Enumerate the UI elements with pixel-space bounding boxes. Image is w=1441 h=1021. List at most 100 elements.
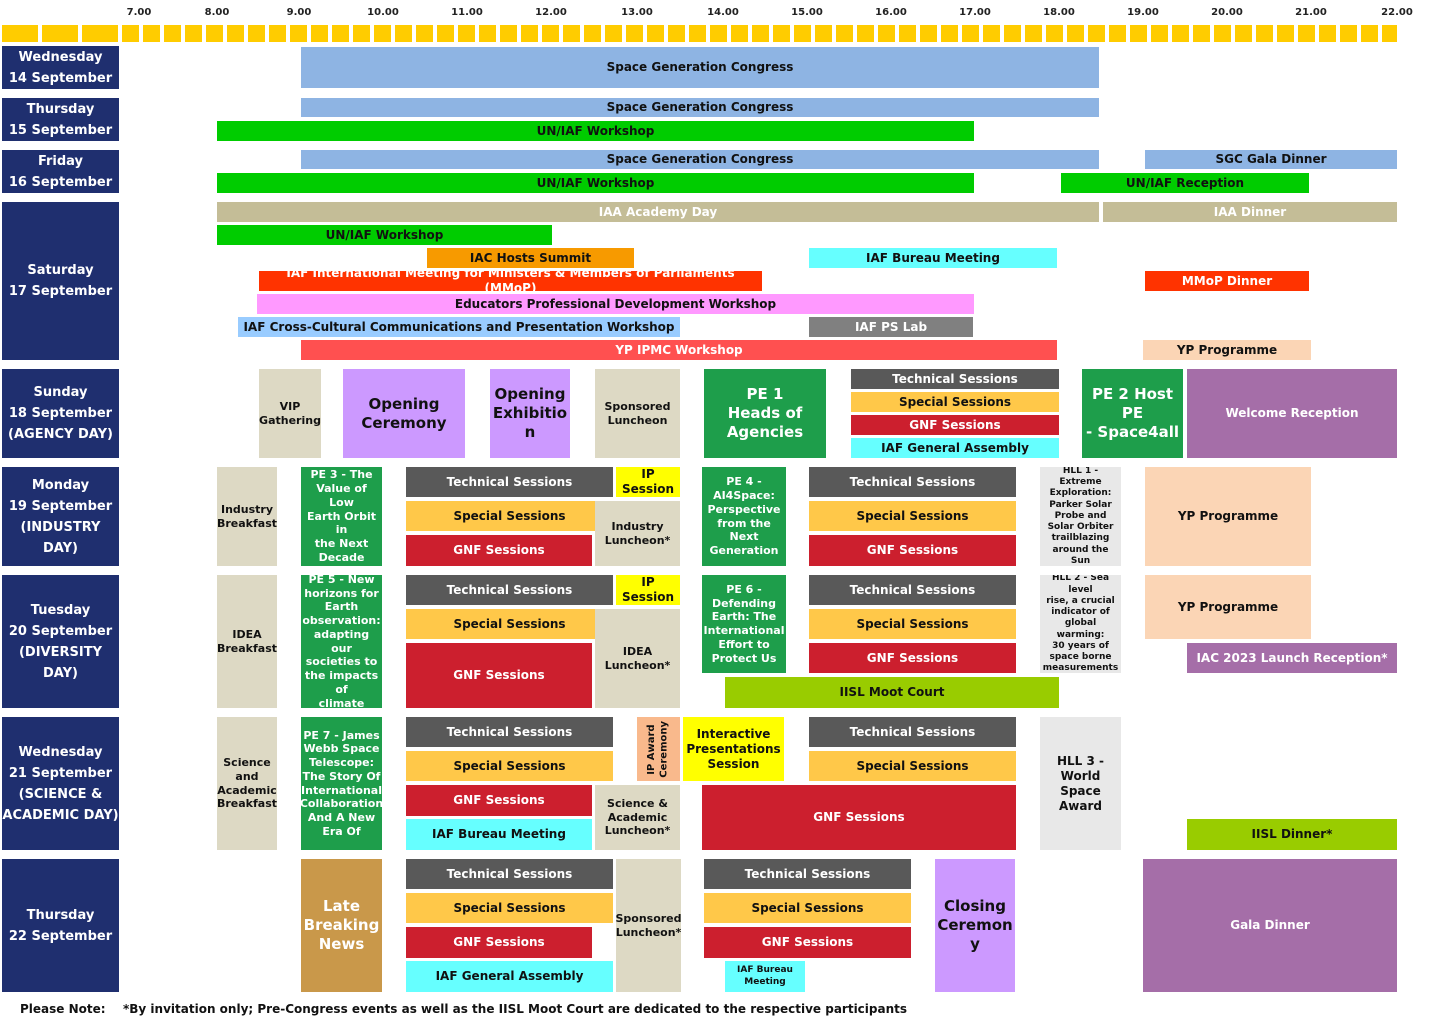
schedule-event[interactable]: Technical Sessions bbox=[406, 575, 613, 605]
schedule-event[interactable]: HLL 1 - Extreme Exploration: Parker Sola… bbox=[1040, 467, 1121, 566]
schedule-event[interactable]: PE 6 - Defending Earth: The Internationa… bbox=[702, 575, 786, 673]
schedule-event[interactable]: Technical Sessions bbox=[406, 467, 613, 497]
schedule-event[interactable]: Space Generation Congress bbox=[301, 98, 1099, 117]
schedule-event[interactable]: Gala Dinner bbox=[1143, 859, 1397, 992]
time-cell bbox=[164, 25, 181, 42]
schedule-event[interactable]: Space Generation Congress bbox=[301, 47, 1099, 88]
schedule-event[interactable]: Late Breaking News bbox=[301, 859, 382, 992]
schedule-event[interactable]: IAF General Assembly bbox=[406, 961, 613, 992]
schedule-event[interactable]: IAF Cross-Cultural Communications and Pr… bbox=[238, 317, 680, 337]
schedule-event[interactable]: IAC Hosts Summit bbox=[427, 248, 634, 268]
schedule-event[interactable]: Opening Exhibitio n bbox=[490, 369, 570, 458]
schedule-event[interactable]: MMoP Dinner bbox=[1145, 271, 1309, 291]
schedule-event[interactable]: Technical Sessions bbox=[809, 717, 1016, 747]
schedule-event[interactable]: Special Sessions bbox=[851, 392, 1059, 412]
schedule-event[interactable]: IAF Bureau Meeting bbox=[809, 248, 1057, 268]
schedule-event[interactable]: IISL Moot Court bbox=[725, 677, 1059, 708]
schedule-event-label: Technical Sessions bbox=[849, 582, 976, 597]
schedule-event[interactable]: YP IPMC Workshop bbox=[301, 340, 1057, 360]
schedule-event[interactable]: HLL 2 - Sea level rise, a crucial indica… bbox=[1040, 575, 1121, 673]
schedule-event[interactable]: GNF Sessions bbox=[809, 643, 1016, 673]
schedule-event[interactable]: IDEA Breakfast bbox=[217, 575, 277, 708]
schedule-event[interactable]: HLL 3 - World Space Award bbox=[1040, 717, 1121, 850]
schedule-event[interactable]: GNF Sessions bbox=[809, 535, 1016, 566]
schedule-event[interactable]: UN/IAF Reception bbox=[1061, 173, 1309, 193]
schedule-event[interactable]: Special Sessions bbox=[406, 501, 613, 531]
schedule-event[interactable]: YP Programme bbox=[1145, 467, 1311, 566]
time-cell bbox=[269, 25, 286, 42]
schedule-event[interactable]: YP Programme bbox=[1145, 575, 1311, 639]
schedule-event[interactable]: Technical Sessions bbox=[809, 575, 1016, 605]
schedule-event[interactable]: Technical Sessions bbox=[704, 859, 911, 889]
schedule-event[interactable]: Special Sessions bbox=[809, 609, 1016, 639]
schedule-event[interactable]: GNF Sessions bbox=[406, 927, 592, 958]
schedule-event[interactable]: Opening Ceremony bbox=[343, 369, 465, 458]
schedule-event-label: IAC Hosts Summit bbox=[469, 250, 592, 265]
schedule-event[interactable]: GNF Sessions bbox=[406, 785, 592, 816]
schedule-event[interactable]: IAF International Meeting for Ministers … bbox=[259, 271, 762, 291]
schedule-event[interactable]: Special Sessions bbox=[406, 609, 613, 639]
schedule-event[interactable]: Science and Academic Breakfast bbox=[217, 717, 277, 850]
schedule-event[interactable]: IP Session bbox=[616, 467, 680, 497]
schedule-event[interactable]: SGC Gala Dinner bbox=[1145, 150, 1397, 169]
schedule-event[interactable]: Special Sessions bbox=[406, 893, 613, 923]
schedule-event[interactable]: Space Generation Congress bbox=[301, 150, 1099, 169]
schedule-event[interactable]: IDEA Luncheon* bbox=[595, 609, 680, 708]
hour-tick-label: 9.00 bbox=[286, 7, 312, 18]
schedule-event[interactable]: GNF Sessions bbox=[406, 643, 592, 708]
schedule-event-label: Industry Luncheon* bbox=[604, 519, 671, 547]
schedule-event[interactable]: Educators Professional Development Works… bbox=[257, 294, 974, 314]
schedule-event[interactable]: Interactive Presentations Session bbox=[683, 717, 784, 781]
schedule-event[interactable]: Technical Sessions bbox=[809, 467, 1016, 497]
time-cell bbox=[752, 25, 769, 42]
schedule-event[interactable]: IAF Bureau Meeting bbox=[406, 819, 592, 850]
schedule-event[interactable]: Industry Luncheon* bbox=[595, 501, 680, 566]
time-cell bbox=[521, 25, 538, 42]
schedule-event[interactable]: Sponsored Luncheon bbox=[595, 369, 680, 458]
schedule-event[interactable]: IAC 2023 Launch Reception* bbox=[1187, 643, 1397, 673]
schedule-event[interactable]: UN/IAF Workshop bbox=[217, 173, 974, 193]
schedule-event[interactable]: Special Sessions bbox=[406, 751, 613, 781]
schedule-event[interactable]: Sponsored Luncheon* bbox=[616, 859, 681, 992]
hour-tick-label: 8.00 bbox=[204, 7, 230, 18]
schedule-event[interactable]: YP Programme bbox=[1143, 340, 1311, 360]
schedule-event[interactable]: Special Sessions bbox=[704, 893, 911, 923]
time-cell bbox=[1088, 25, 1105, 42]
schedule-event[interactable]: PE 3 - The Value of Low Earth Orbit in t… bbox=[301, 467, 382, 566]
schedule-event[interactable]: Special Sessions bbox=[809, 751, 1016, 781]
schedule-event[interactable]: Science & Academic Luncheon* bbox=[595, 785, 680, 850]
schedule-event[interactable]: IISL Dinner* bbox=[1187, 819, 1397, 850]
schedule-event[interactable]: GNF Sessions bbox=[702, 785, 1016, 850]
schedule-event[interactable]: Technical Sessions bbox=[851, 369, 1059, 389]
time-cell bbox=[983, 25, 1000, 42]
schedule-event-label: UN/IAF Reception bbox=[1125, 175, 1245, 190]
schedule-event[interactable]: Industry Breakfast bbox=[217, 467, 277, 566]
schedule-event[interactable]: IP Session bbox=[616, 575, 680, 605]
schedule-event[interactable]: PE 2 Host PE - Space4all bbox=[1082, 369, 1183, 458]
time-cell bbox=[227, 25, 244, 42]
schedule-event[interactable]: PE 7 - James Webb Space Telescope: The S… bbox=[301, 717, 382, 850]
schedule-event[interactable]: PE 5 - New horizons for Earth observatio… bbox=[301, 575, 382, 708]
schedule-event[interactable]: IAF PS Lab bbox=[809, 317, 973, 337]
schedule-event[interactable]: UN/IAF Workshop bbox=[217, 121, 974, 141]
schedule-event[interactable]: Technical Sessions bbox=[406, 859, 613, 889]
schedule-event-label: GNF Sessions bbox=[866, 543, 959, 557]
schedule-event[interactable]: PE 1 Heads of Agencies bbox=[704, 369, 826, 458]
schedule-event[interactable]: IAF Bureau Meeting bbox=[725, 961, 805, 992]
schedule-event[interactable]: GNF Sessions bbox=[704, 927, 911, 958]
schedule-event[interactable]: VIP Gathering bbox=[259, 369, 321, 458]
schedule-event[interactable]: IAA Dinner bbox=[1103, 202, 1397, 222]
schedule-event[interactable]: IAA Academy Day bbox=[217, 202, 1099, 222]
schedule-event[interactable]: Welcome Reception bbox=[1187, 369, 1397, 458]
schedule-event[interactable]: GNF Sessions bbox=[406, 535, 592, 566]
schedule-event[interactable]: Technical Sessions bbox=[406, 717, 613, 747]
schedule-event[interactable]: IP Award Ceremony bbox=[637, 717, 680, 781]
schedule-event[interactable]: Special Sessions bbox=[809, 501, 1016, 531]
schedule-event[interactable]: GNF Sessions bbox=[851, 415, 1059, 435]
schedule-event[interactable]: PE 4 - AI4Space: Perspective from the Ne… bbox=[702, 467, 786, 566]
schedule-event[interactable]: IAF General Assembly bbox=[851, 438, 1059, 458]
schedule-event[interactable]: Closing Ceremon y bbox=[935, 859, 1015, 992]
schedule-event-label: Welcome Reception bbox=[1225, 406, 1359, 420]
schedule-event[interactable]: UN/IAF Workshop bbox=[217, 225, 552, 245]
